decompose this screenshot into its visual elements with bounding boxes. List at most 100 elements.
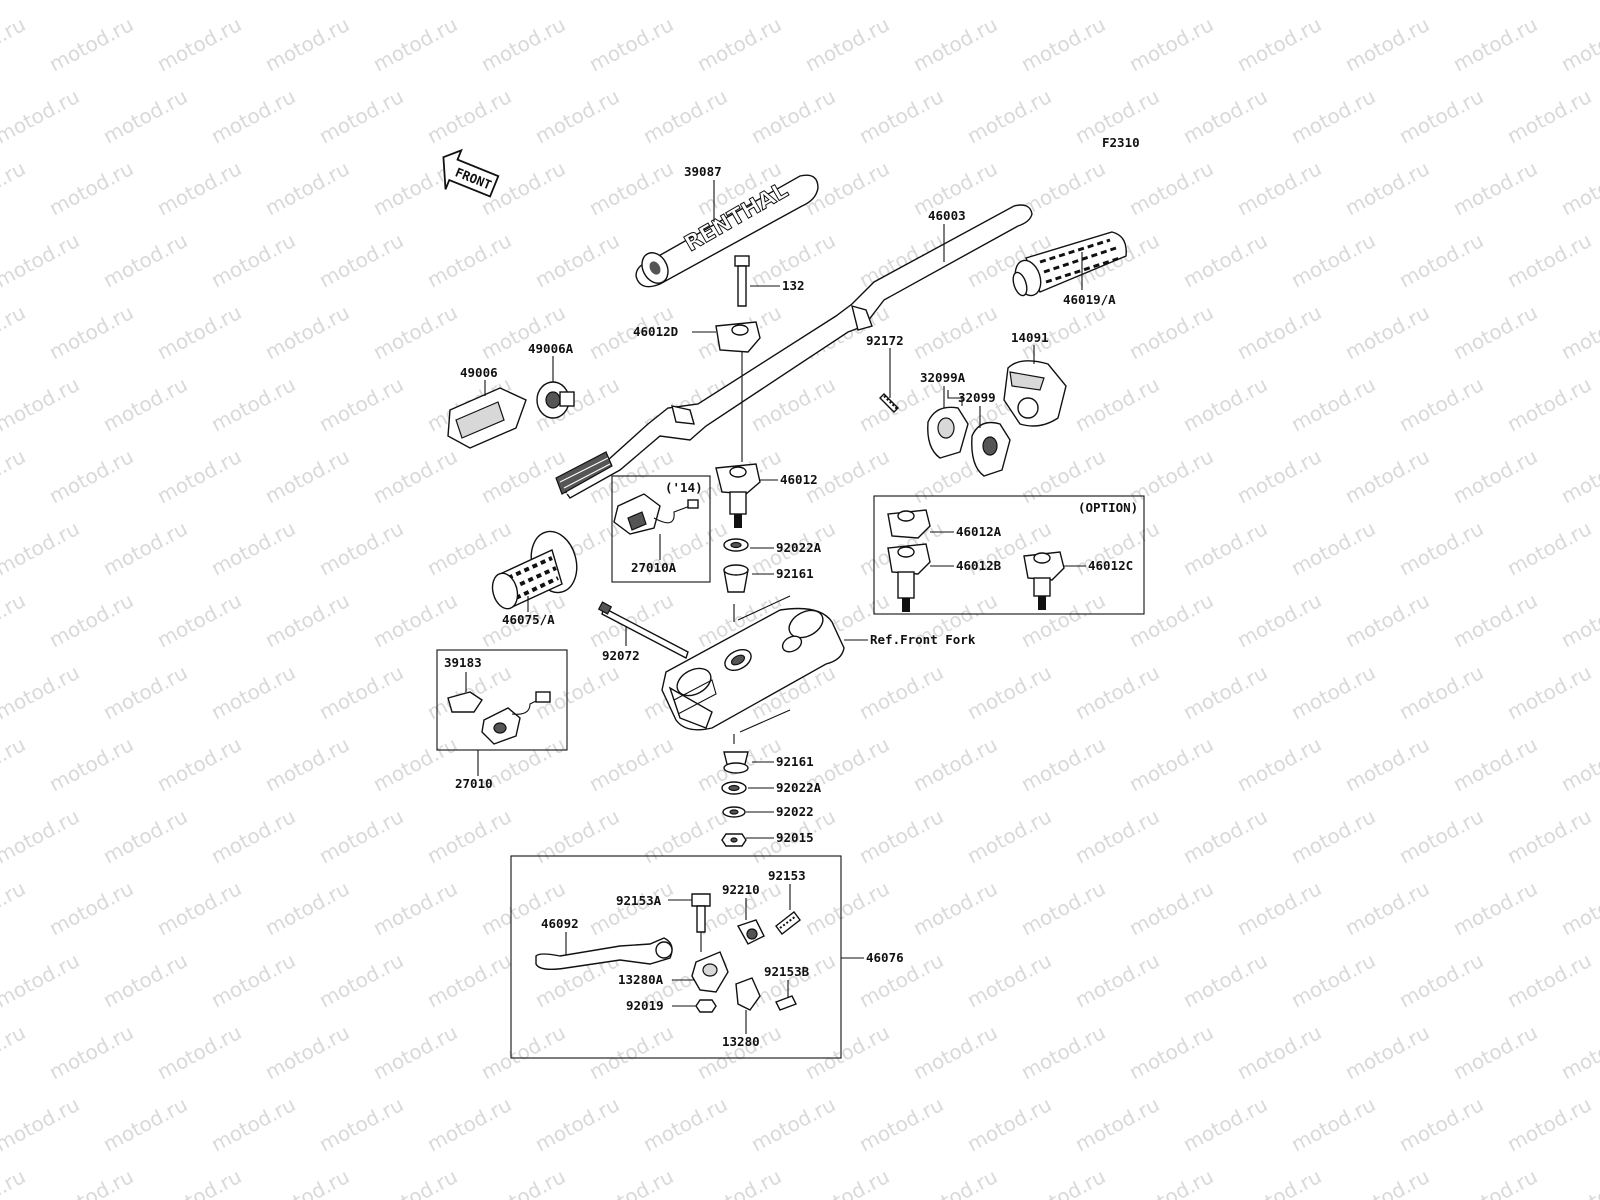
handlebar [555,204,1033,499]
watermark-text: motod.ru [369,876,461,940]
throttle-housing-32099a [927,406,969,459]
watermark-text: motod.ru [1287,948,1379,1012]
watermark-text: motod.ru [0,372,83,436]
watermark-text: motod.ru [99,372,191,436]
watermark-text: motod.ru [801,1020,893,1084]
watermark-text: motod.ru [153,300,245,364]
switch-39183 [447,691,483,713]
watermark-text: motod.ru [369,732,461,796]
watermark-text: motod.ru [0,1020,29,1084]
watermark-text: motod.ru [99,516,191,580]
watermark-text: motod.ru [1233,1020,1325,1084]
watermark-text: motod.ru [207,0,299,4]
watermark-text: motod.ru [207,948,299,1012]
label-92019: 92019 [626,998,664,1013]
watermark-text: motod.ru [99,0,191,4]
watermark-text: motod.ru [1395,0,1487,4]
damper-92161-bottom [723,751,749,774]
watermark-text: motod.ru [153,732,245,796]
watermark-text: motod.ru [1017,732,1109,796]
watermark-text: motod.ru [207,372,299,436]
watermark-text: motod.ru [261,300,353,364]
damper-92161-top [723,564,749,593]
watermark-text: motod.ru [1341,1164,1433,1200]
label-46076: 46076 [866,950,904,965]
watermark-text: motod.ru [1233,300,1325,364]
watermark-text: motod.ru [45,12,137,76]
watermark-text: motod.ru [1449,876,1541,940]
bolt-92153 [775,911,801,935]
screw-92172 [879,393,899,413]
bolt-92153a [691,893,711,933]
label-92161-top: 92161 [776,566,814,581]
watermark-text: motod.ru [477,12,569,76]
watermark-text: motod.ru [585,12,677,76]
watermark-text: motod.ru [0,1164,29,1200]
label-92153: 92153 [768,868,806,883]
watermark-text: motod.ru [1341,588,1433,652]
watermark-text: motod.ru [315,660,407,724]
watermark-text: motod.ru [315,228,407,292]
watermark-text: motod.ru [0,876,29,940]
watermark-text: motod.ru [801,1164,893,1200]
watermark-text: motod.ru [855,0,947,4]
watermark-text: motod.ru [1449,1164,1541,1200]
watermark-text: motod.ru [1017,588,1109,652]
watermark-text: motod.ru [0,588,29,652]
watermark-text: motod.ru [1287,804,1379,868]
label-27010: 27010 [455,776,493,791]
watermark-text: motod.ru [45,588,137,652]
watermark-text: motod.ru [1179,948,1271,1012]
watermark-text: motod.ru [315,372,407,436]
watermark-text: motod.ru [1017,1020,1109,1084]
watermark-text: motod.ru [1449,12,1541,76]
throttle-pulley-49006a [536,381,575,419]
watermark-text: motod.ru [1395,84,1487,148]
watermark-text: motod.ru [315,948,407,1012]
watermark-text: motod.ru [1557,588,1600,652]
bolt-92153b [775,995,797,1011]
watermark-text: motod.ru [1071,0,1163,4]
watermark-text: motod.ru [963,84,1055,148]
watermark-text: motod.ru [1557,12,1600,76]
watermark-text: motod.ru [639,1092,731,1156]
watermark-text: motod.ru [855,1092,947,1156]
watermark-text: motod.ru [963,804,1055,868]
label-92161-bottom: 92161 [776,754,814,769]
label-132: 132 [782,278,805,293]
label-13280a: 13280A [618,972,664,987]
watermark-text: motod.ru [1179,228,1271,292]
watermark-text: motod.ru [585,1020,677,1084]
lever-holder-13280a [691,951,729,993]
label-92210: 92210 [722,882,760,897]
watermark-text: motod.ru [0,516,83,580]
watermark-text: motod.ru [99,228,191,292]
watermark-text: motod.ru [1233,1164,1325,1200]
watermark-text: motod.ru [261,1020,353,1084]
watermark-text: motod.ru [1071,948,1163,1012]
watermark-text: motod.ru [693,1020,785,1084]
watermark-text: motod.ru [1017,12,1109,76]
watermark-text: motod.ru [207,516,299,580]
throttle-cover-14091 [1003,360,1067,427]
watermark-text: motod.ru [1503,372,1595,436]
watermark-text: motod.ru [801,12,893,76]
watermark-text: motod.ru [0,948,83,1012]
label-92022a-bottom: 92022A [776,780,822,795]
watermark-text: motod.ru [1287,516,1379,580]
label-49006a: 49006A [528,341,574,356]
watermark-text: motod.ru [963,1092,1055,1156]
clutch-lever-46092 [535,937,673,971]
watermark-text: motod.ru [531,84,623,148]
watermark-text: motod.ru [1503,804,1595,868]
watermark-text: motod.ru [45,444,137,508]
watermark-text: motod.ru [909,1164,1001,1200]
riser-46012c [1023,551,1065,610]
watermark-text: motod.ru [45,876,137,940]
throttle-housing-32099 [971,421,1011,477]
watermark-text: motod.ru [1125,876,1217,940]
watermark-text: motod.ru [963,948,1055,1012]
watermark-text: motod.ru [1287,1092,1379,1156]
watermark-text: motod.ru [369,300,461,364]
watermark-text: motod.ru [423,804,515,868]
